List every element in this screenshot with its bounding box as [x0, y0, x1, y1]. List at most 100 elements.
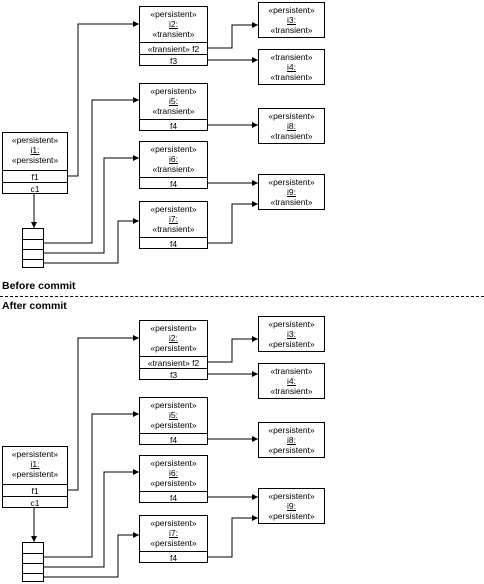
stereotype-label: «persistent»: [150, 144, 197, 154]
reference-arrow: [68, 23, 139, 177]
stereotype-label: «transient»: [152, 224, 195, 234]
collection-cell: [23, 573, 43, 574]
object-box-i9: «persistent»i9:«persistent»: [258, 488, 325, 524]
reference-arrow: [44, 220, 139, 264]
arrowhead: [133, 218, 139, 224]
object-id: i9:: [287, 187, 296, 197]
stereotype-label: «persistent»: [150, 518, 197, 528]
object-id: i8:: [287, 435, 296, 445]
field-slot: «transient» f2: [140, 42, 207, 55]
object-id: i2:: [169, 19, 178, 29]
object-box-i2: «persistent»i2:«transient»«transient» f2…: [139, 6, 208, 66]
object-box-i8: «persistent»i8:«persistent»: [258, 422, 325, 458]
reference-arrow: [44, 99, 139, 244]
arrowhead: [252, 436, 258, 442]
object-header: «persistent»i2:«transient»: [140, 7, 207, 45]
arrowhead: [252, 22, 258, 28]
arrowhead: [252, 122, 258, 128]
stereotype-label: «transient»: [270, 52, 313, 62]
field-slot: c1: [3, 182, 67, 195]
stereotype-label: «persistent»: [268, 177, 315, 187]
collection-c1: [22, 542, 44, 582]
collection-cell: [23, 249, 43, 250]
object-box-i2: «persistent»i2:«persistent»«transient» f…: [139, 320, 208, 380]
object-id: i5:: [169, 96, 178, 106]
arrowhead: [252, 515, 258, 521]
stereotype-label: «persistent»: [268, 319, 315, 329]
object-id: i6:: [169, 154, 178, 164]
object-box-i8: «persistent»i8:«transient»: [258, 108, 325, 144]
stereotype-label: «persistent»: [268, 491, 315, 501]
arrowhead: [252, 371, 258, 377]
object-id: i4:: [287, 376, 296, 386]
reference-arrow: [44, 157, 139, 254]
object-header: «persistent»i6:«persistent»: [140, 456, 207, 494]
object-header: «persistent»i8:«persistent»: [259, 423, 324, 461]
section-divider: [0, 296, 484, 297]
reference-arrow: [44, 471, 139, 568]
object-header: «transient»i4:«transient»: [259, 50, 324, 88]
object-box-i9: «persistent»i9:«transient»: [258, 174, 325, 210]
object-box-i5: «persistent»i5:«transient»f4: [139, 83, 208, 131]
object-header: «persistent»i7:«transient»: [140, 202, 207, 240]
stereotype-label: «persistent»: [150, 538, 197, 548]
stereotype-label: «persistent»: [11, 135, 59, 145]
arrowhead: [31, 536, 37, 542]
arrowhead: [133, 335, 139, 341]
stereotype-label: «transient»: [152, 164, 195, 174]
reference-arrow: [208, 203, 258, 244]
object-id: i4:: [287, 62, 296, 72]
object-box-i6: «persistent»i6:«transient» f4: [139, 141, 208, 189]
arrowhead: [31, 222, 37, 228]
field-slot: f4: [140, 491, 207, 504]
object-id: i3:: [287, 15, 296, 25]
object-id: i1:: [30, 145, 40, 155]
arrowhead: [252, 180, 258, 186]
stereotype-label: «persistent»: [268, 511, 315, 521]
field-slot: f3: [140, 54, 207, 67]
stereotype-label: «persistent»: [150, 204, 197, 214]
object-id: i5:: [169, 410, 178, 420]
stereotype-label: «persistent»: [150, 343, 197, 353]
field-slot: f4: [140, 177, 207, 190]
stereotype-label: «persistent»: [150, 420, 197, 430]
object-id: i7:: [169, 214, 178, 224]
arrowhead: [252, 336, 258, 342]
stereotype-label: «transient»: [270, 197, 313, 207]
collection-cell: [23, 553, 43, 554]
stereotype-label: «persistent»: [150, 400, 197, 410]
stereotype-label: «persistent»: [268, 339, 315, 349]
stereotype-label: «transient»: [152, 106, 195, 116]
object-header: «transient»i4:«transient»: [259, 364, 324, 402]
field-slot: f4: [140, 551, 207, 564]
arrowhead: [133, 21, 139, 27]
object-box-i3: «persistent»i3:«persistent»: [258, 316, 325, 352]
object-box-i7: «persistent»i7:«persistent»f4: [139, 515, 208, 563]
arrowhead: [133, 469, 139, 475]
stereotype-label: «persistent»: [268, 111, 315, 121]
object-box-i3: «persistent»i3:«transient»: [258, 2, 325, 38]
field-slot: f1: [3, 170, 67, 183]
object-id: i9:: [287, 501, 296, 511]
stereotype-label: «persistent»: [11, 469, 59, 479]
object-box-i7: «persistent»i7:«transient»f4: [139, 201, 208, 249]
collection-cell: [23, 259, 43, 260]
arrowhead: [133, 411, 139, 417]
field-slot: f4: [140, 119, 207, 132]
stereotype-label: «persistent»: [268, 5, 315, 15]
reference-arrow: [44, 413, 139, 558]
object-box-i4: «transient»i4:«transient»: [258, 49, 325, 85]
stereotype-label: «persistent»: [150, 478, 197, 488]
stereotype-label: «persistent»: [150, 323, 197, 333]
field-slot: f1: [3, 484, 67, 497]
object-header: «persistent»i2:«persistent»: [140, 321, 207, 359]
object-header: «persistent»i5:«transient»: [140, 84, 207, 122]
arrowhead: [252, 494, 258, 500]
object-id: i2:: [169, 333, 178, 343]
stereotype-label: «persistent»: [11, 155, 59, 165]
object-header: «persistent»i1:«persistent»: [3, 447, 67, 487]
object-header: «persistent»i3:«transient»: [259, 3, 324, 41]
